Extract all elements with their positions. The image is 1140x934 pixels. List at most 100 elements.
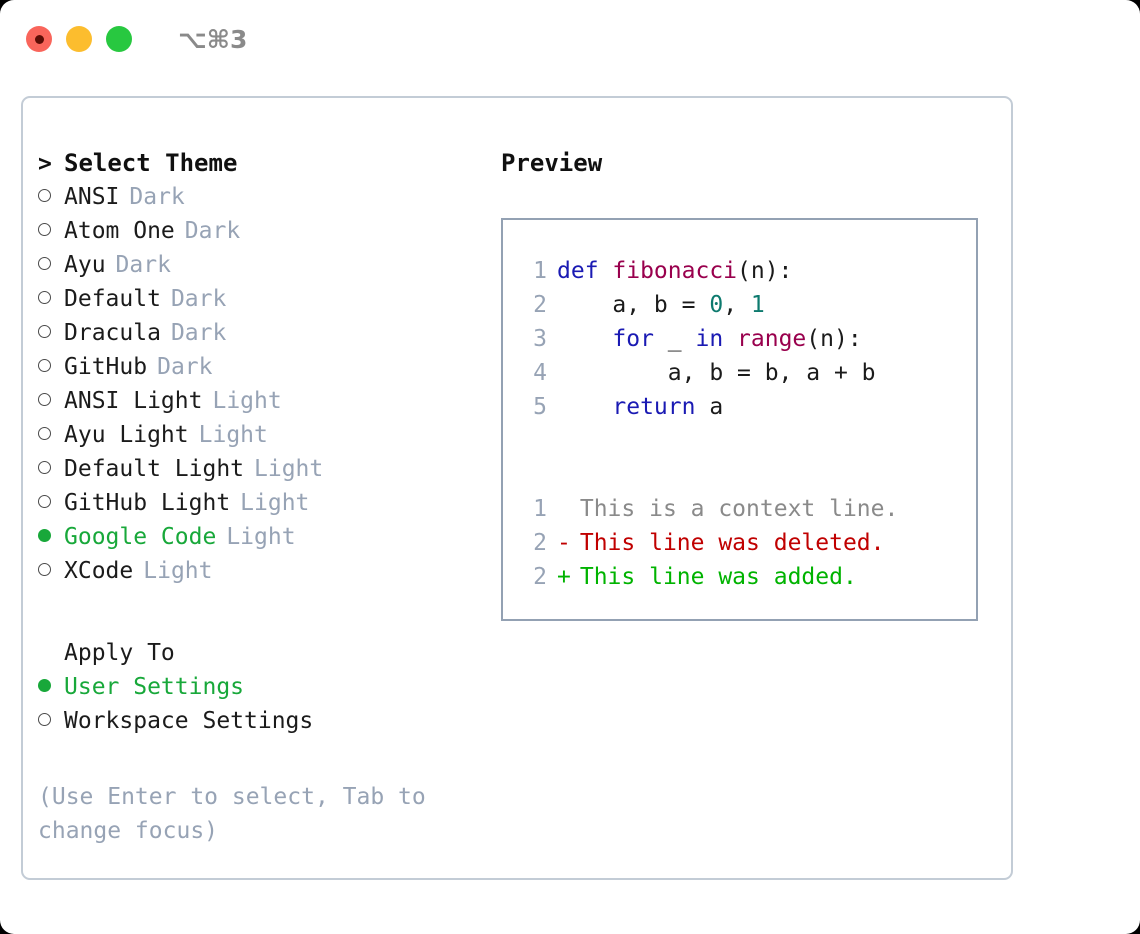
- theme-variant: Dark: [129, 184, 185, 210]
- diff-marker: -: [557, 530, 571, 556]
- minimize-button[interactable]: [66, 26, 92, 52]
- code-token: [557, 326, 612, 352]
- theme-name: Ayu: [64, 252, 106, 278]
- theme-option-google-code-light[interactable]: Google Code Light: [38, 520, 488, 554]
- radio-unselected-icon[interactable]: [38, 452, 64, 486]
- code-token: 1: [750, 292, 765, 318]
- theme-variant: Light: [240, 490, 310, 516]
- code-content: def fibonacci(n):: [557, 254, 792, 288]
- theme-variant: Dark: [184, 218, 241, 244]
- theme-variant: Light: [198, 422, 268, 448]
- keyboard-hint-text: (Use Enter to select, Tab to change focu…: [38, 784, 426, 844]
- code-token: (n):: [806, 326, 862, 352]
- radio-selected-icon[interactable]: [38, 670, 64, 704]
- diff-text: This line was added.: [579, 564, 857, 590]
- radio-unselected-icon[interactable]: [38, 214, 64, 248]
- line-number: 2: [533, 530, 547, 556]
- code-content: a, b = 0, 1: [557, 288, 765, 322]
- code-token: def: [557, 258, 613, 284]
- radio-unselected-icon[interactable]: [38, 316, 64, 350]
- apply-to-label: User Settings: [64, 674, 245, 700]
- theme-variant: Dark: [170, 286, 227, 312]
- code-token: (n):: [737, 258, 793, 284]
- theme-name: ANSI: [64, 184, 120, 210]
- radio-unselected-icon[interactable]: [38, 180, 64, 214]
- diff-text: This is a context line.: [579, 496, 899, 522]
- code-line: 5 return a: [503, 390, 976, 424]
- radio-unselected-icon[interactable]: [38, 486, 64, 520]
- theme-name: Google Code: [64, 524, 217, 550]
- code-token: [723, 326, 737, 352]
- diff-marker: [557, 492, 571, 526]
- theme-name: GitHub Light: [64, 490, 231, 516]
- theme-option-ansi-light[interactable]: ANSI Light Light: [38, 384, 488, 418]
- theme-name: Default: [64, 286, 161, 312]
- line-number: 2: [533, 292, 547, 318]
- preview-pane: Preview 1 def fibonacci(n): 2 a, b = 0, …: [501, 146, 1001, 621]
- theme-option-github-dark[interactable]: GitHub Dark: [38, 350, 488, 384]
- apply-to-option-workspace-settings[interactable]: Workspace Settings: [38, 704, 488, 738]
- code-line: 2 a, b = 0, 1: [503, 288, 976, 322]
- apply-to-option-user-settings[interactable]: User Settings: [38, 670, 488, 704]
- radio-unselected-icon[interactable]: [38, 418, 64, 452]
- theme-option-default-dark[interactable]: Default Dark: [38, 282, 488, 316]
- code-token: a, b =: [557, 292, 710, 318]
- line-number: 1: [533, 496, 547, 522]
- prompt-icon: >: [38, 151, 52, 177]
- code-blank-line: [503, 424, 976, 458]
- diff-line-deleted: 2 - This line was deleted.: [503, 526, 976, 560]
- line-number: 5: [533, 394, 547, 420]
- radio-selected-icon[interactable]: [38, 520, 64, 554]
- theme-name: GitHub: [64, 354, 148, 380]
- theme-option-atom-one-dark[interactable]: Atom One Dark: [38, 214, 488, 248]
- title-bar: ⌥⌘3: [0, 0, 1140, 78]
- keyboard-shortcut-label: ⌥⌘3: [178, 24, 248, 54]
- code-token: in: [695, 326, 724, 352]
- code-token: a, b = b, a + b: [557, 360, 876, 386]
- radio-unselected-icon[interactable]: [38, 704, 64, 738]
- theme-variant: Light: [254, 456, 324, 482]
- theme-option-ansi-dark[interactable]: ANSI Dark: [38, 180, 488, 214]
- close-button[interactable]: [26, 26, 52, 52]
- line-number: 4: [533, 360, 547, 386]
- code-token: ,: [723, 292, 751, 318]
- theme-option-default-light[interactable]: Default Light Light: [38, 452, 488, 486]
- theme-variant: Dark: [115, 252, 171, 278]
- line-number: 3: [533, 326, 547, 352]
- code-preview-box: 1 def fibonacci(n): 2 a, b = 0, 1 3 for …: [501, 218, 978, 621]
- theme-name: Default Light: [64, 456, 245, 482]
- theme-name: Ayu Light: [64, 422, 189, 448]
- radio-unselected-icon[interactable]: [38, 350, 64, 384]
- code-token: range: [737, 326, 807, 352]
- code-token: fibonacci: [612, 258, 738, 284]
- code-blank-line: [503, 458, 976, 492]
- theme-option-list: ANSI Dark Atom One Dark Ayu Dark: [38, 180, 488, 588]
- maximize-button[interactable]: [106, 26, 132, 52]
- diff-line-context: 1 This is a context line.: [503, 492, 976, 526]
- theme-option-github-light[interactable]: GitHub Light Light: [38, 486, 488, 520]
- main-panel: > Select Theme ANSI Dark Atom One Dark: [21, 96, 1013, 880]
- theme-list-header: > Select Theme: [38, 146, 488, 180]
- apply-to-title: Apply To: [64, 640, 175, 666]
- radio-unselected-icon[interactable]: [38, 554, 64, 588]
- radio-unselected-icon[interactable]: [38, 282, 64, 316]
- code-line: 1 def fibonacci(n):: [503, 254, 976, 288]
- theme-option-xcode-light[interactable]: XCode Light: [38, 554, 488, 588]
- code-content: for _ in range(n):: [557, 322, 862, 356]
- theme-selector: > Select Theme ANSI Dark Atom One Dark: [38, 146, 488, 848]
- apply-to-label: Workspace Settings: [64, 708, 314, 734]
- theme-name: Dracula: [64, 320, 161, 346]
- radio-unselected-icon[interactable]: [38, 248, 64, 282]
- theme-option-dracula-dark[interactable]: Dracula Dark: [38, 316, 488, 350]
- theme-option-ayu-dark[interactable]: Ayu Dark: [38, 248, 488, 282]
- code-line: 4 a, b = b, a + b: [503, 356, 976, 390]
- code-token: _: [653, 326, 696, 352]
- line-number: 1: [533, 258, 547, 284]
- theme-name: ANSI Light: [64, 388, 203, 414]
- theme-name: Atom One: [64, 218, 175, 244]
- theme-name: XCode: [64, 558, 134, 584]
- radio-unselected-icon[interactable]: [38, 384, 64, 418]
- theme-variant: Light: [212, 388, 282, 414]
- theme-option-ayu-light[interactable]: Ayu Light Light: [38, 418, 488, 452]
